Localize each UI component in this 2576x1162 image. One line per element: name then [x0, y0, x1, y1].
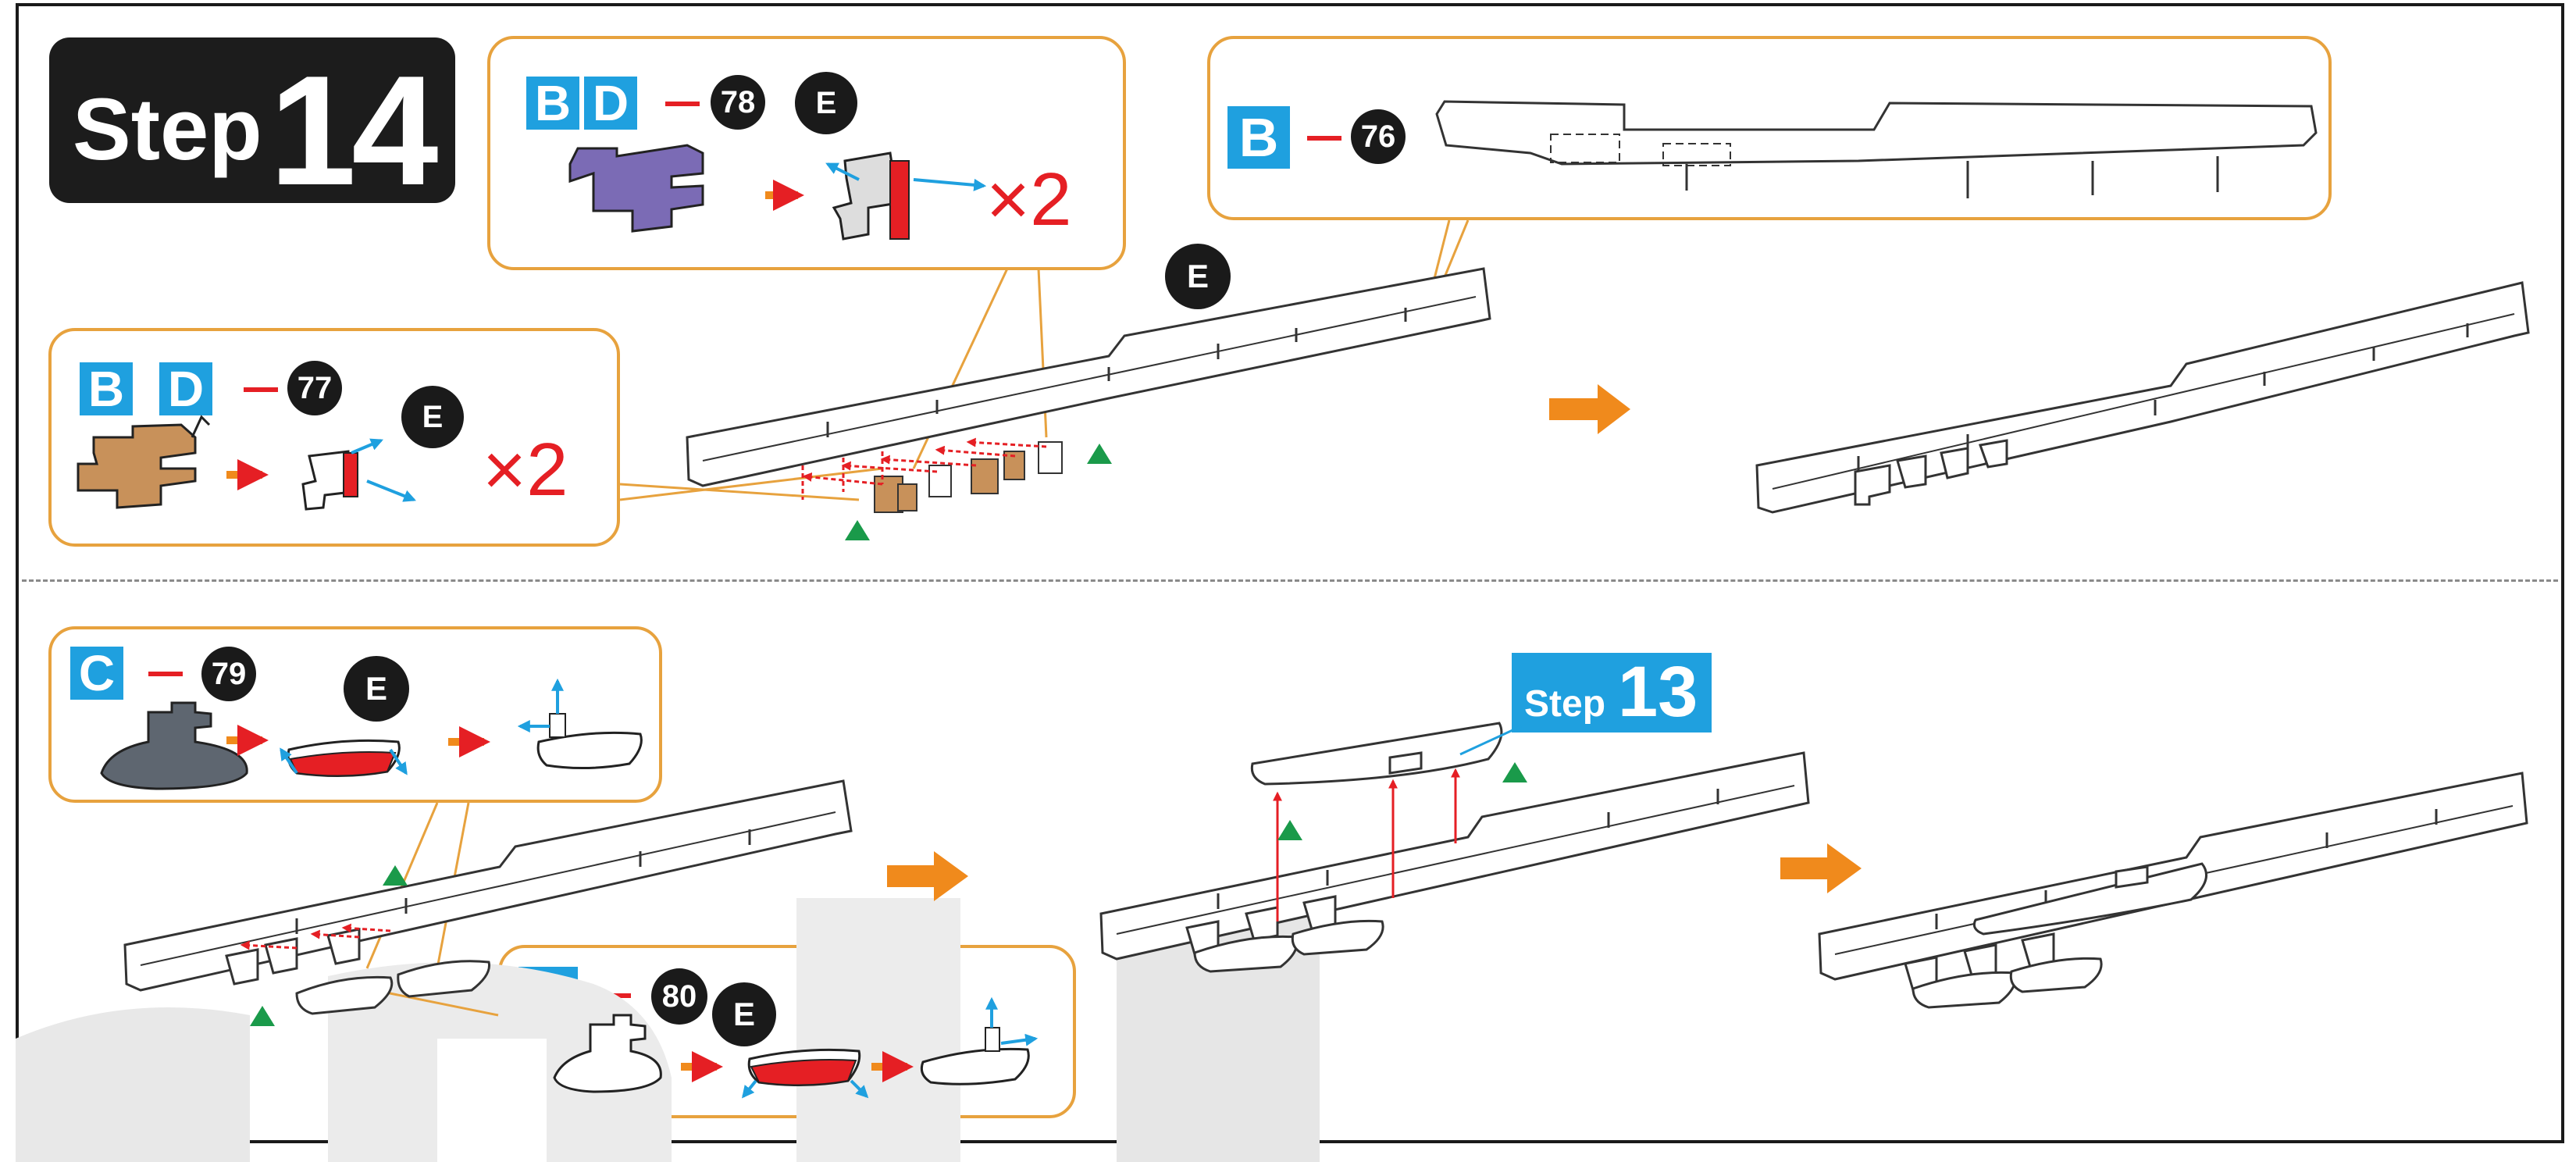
part-number-76: 76 — [1351, 109, 1406, 164]
glue-marker-icon: E — [712, 982, 776, 1046]
part-letter-b: B — [1227, 106, 1290, 169]
part-letter-c: C — [70, 647, 123, 700]
section-divider — [22, 579, 2558, 582]
glue-marker-icon: E — [1165, 244, 1231, 309]
dash — [244, 387, 278, 392]
glue-marker-icon: E — [795, 72, 857, 134]
multiplier: ×2 — [483, 428, 568, 511]
attaching-parts-top — [801, 437, 1063, 513]
step-badge: Step 14 — [49, 37, 455, 209]
green-triangle-icon — [1087, 444, 1112, 464]
glue-marker-icon: E — [401, 386, 464, 448]
part-letter-d: D — [159, 362, 212, 415]
step-number: 14 — [269, 44, 438, 218]
green-triangle-icon — [845, 520, 870, 540]
part-76-illustration — [1435, 100, 2318, 198]
part-79-illustration — [100, 678, 643, 790]
dash — [1307, 136, 1341, 141]
step-word: Step — [73, 80, 262, 178]
part-78-illustration — [568, 144, 987, 241]
part-77-illustration — [77, 415, 416, 511]
green-triangle-icon — [250, 1006, 275, 1026]
step-reference-word: Step — [1524, 683, 1606, 725]
part-letter-b: B — [526, 77, 579, 130]
step-reference-number: 13 — [1618, 652, 1698, 732]
attach-arrows-bottom — [240, 923, 391, 950]
glue-marker-icon: E — [344, 656, 409, 722]
green-triangle-icon — [1277, 820, 1302, 840]
part-letter-b: B — [80, 362, 133, 415]
part-number-78: 78 — [711, 75, 765, 130]
part-number-79: 79 — [201, 647, 256, 701]
part-number-77: 77 — [287, 361, 342, 415]
deck-assembly-top-left — [686, 267, 1491, 487]
green-triangle-icon — [383, 865, 408, 886]
part-number-80: 80 — [651, 968, 707, 1025]
dash — [148, 672, 183, 676]
ref-pointer — [1459, 725, 1522, 756]
multiplier: ×2 — [986, 158, 1072, 241]
deck-assembly-bottom-left — [123, 779, 853, 1015]
step-reference-badge: Step 13 — [1512, 653, 1712, 732]
deck-result-top-right — [1755, 281, 2530, 514]
part-letter-d: D — [584, 77, 637, 130]
part-80-illustration — [553, 996, 1039, 1099]
dash — [665, 102, 700, 106]
deck-result-bottom-right — [1818, 772, 2528, 1009]
lift-arrows — [1273, 768, 1460, 921]
orange-arrow-icon — [887, 384, 1862, 901]
green-triangle-icon — [1502, 762, 1527, 782]
deck-assembly-bottom-middle — [1099, 722, 1810, 973]
